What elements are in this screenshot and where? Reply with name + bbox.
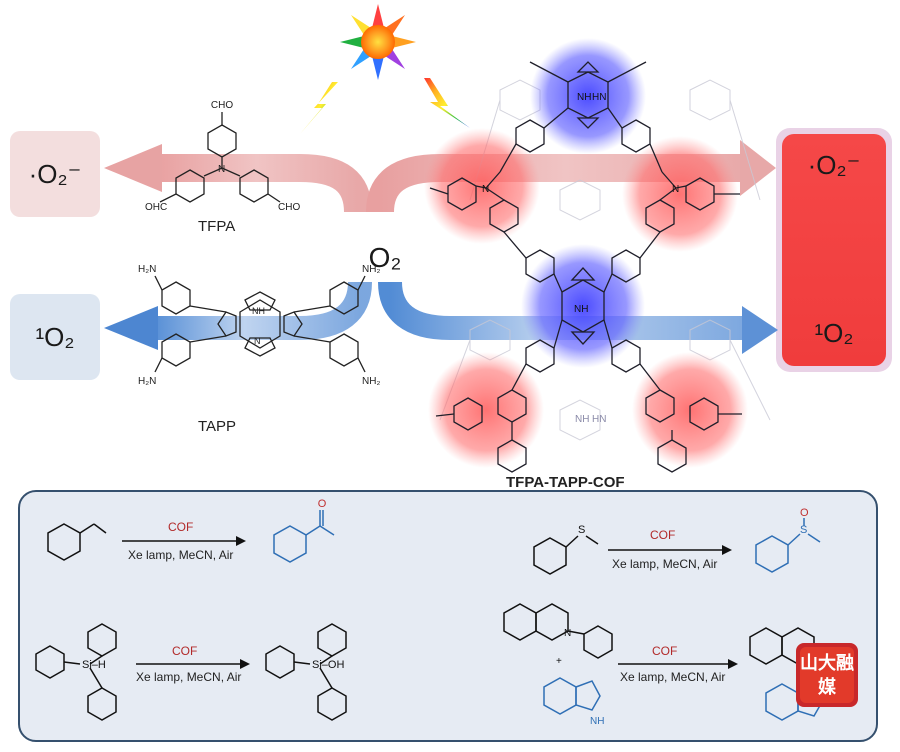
rxn2-catalyst: COF <box>650 528 676 542</box>
tapp-label: TAPP <box>198 418 237 435</box>
sulfoxide-s: S <box>800 524 807 536</box>
reaction-ethylbenzene: O <box>47 498 335 563</box>
sulfoxide-o: O <box>800 507 809 519</box>
rxn1-conditions: Xe lamp, MeCN, Air <box>128 548 234 562</box>
sulfoxide-structure <box>755 518 821 573</box>
cof-n-left: N <box>482 184 489 195</box>
oxygen-center-label: O₂ <box>368 242 402 273</box>
tfpa-ohc: OHC <box>145 202 167 213</box>
superoxide-left-box <box>10 131 100 217</box>
tapp-h2n-top: H₂N <box>138 264 156 275</box>
tfpa-n: N <box>218 164 225 175</box>
triphenylsilane-si-h: Si–H <box>82 659 106 671</box>
tapp-structure <box>154 275 366 373</box>
rxn1-catalyst: COF <box>168 520 194 534</box>
tapp-nh2-top: NH₂ <box>362 264 380 275</box>
singlet-left-label: ¹O₂ <box>35 321 75 352</box>
reaction-panel <box>18 490 878 742</box>
watermark-logo <box>796 643 858 707</box>
tapp-nh: NH <box>252 306 265 316</box>
cof-structure <box>424 38 771 473</box>
right-species-box <box>782 134 886 366</box>
sun-icon <box>340 4 416 80</box>
tapp-nh2-bottom: NH₂ <box>362 376 380 387</box>
indole-nh: NH <box>590 716 604 727</box>
tapp-n: N <box>254 336 261 346</box>
tfpa-cho-top: CHO <box>211 100 233 111</box>
cof-hn-top: HN <box>592 92 606 103</box>
rxn3-catalyst: COF <box>172 644 198 658</box>
cof-name-label: TFPA-TAPP-COF <box>506 474 625 491</box>
rxn3-conditions: Xe lamp, MeCN, Air <box>136 670 242 684</box>
watermark-text: 山大融媒 <box>800 653 854 698</box>
superoxide-left-label: ·O₂⁻ <box>28 158 82 189</box>
tfpa-cho-right: CHO <box>278 202 300 213</box>
cof-nh-bottom: NH <box>575 414 589 425</box>
reaction-canvas: O S S O Si–H <box>35 498 858 727</box>
acetophenone-o: O <box>318 498 327 510</box>
singlet-oxygen-arrow <box>104 281 778 354</box>
rxn4-conditions: Xe lamp, MeCN, Air <box>620 670 726 684</box>
reaction-thioanisole: S S O <box>533 507 821 575</box>
thioanisole-s: S <box>578 524 585 536</box>
triphenylsilane-structure <box>35 623 117 721</box>
superoxide-right-label: ·O₂⁻ <box>807 149 861 180</box>
ethylbenzene-structure <box>47 523 107 561</box>
scheme-canvas: CHO N OHC CHO H₂N H₂N NH₂ NH₂ NH N <box>10 4 892 473</box>
lightning-icon <box>300 78 470 134</box>
singlet-left-box <box>10 294 100 380</box>
silanol-structure <box>265 623 347 721</box>
rxn2-conditions: Xe lamp, MeCN, Air <box>612 557 718 571</box>
tfpa-structure <box>159 112 281 203</box>
rxn4-catalyst: COF <box>652 644 678 658</box>
indole-structure <box>543 677 601 715</box>
thiq-n: N <box>564 628 571 639</box>
cof-nh-top: NH <box>577 92 591 103</box>
cof-nh-mid: NH <box>574 304 588 315</box>
thioanisole-structure <box>533 535 599 575</box>
plus-sign: + <box>556 656 562 667</box>
reaction-silane: Si–H Si–OH <box>35 623 347 721</box>
cof-hn-bottom: HN <box>592 414 606 425</box>
n-phenyl-thiq-structure <box>503 603 613 659</box>
tapp-h2n-bottom: H₂N <box>138 376 156 387</box>
singlet-right-label: ¹O₂ <box>814 317 854 348</box>
cof-n-right: N <box>672 184 679 195</box>
reaction-tetrahydroisoquinoline: N + NH <box>503 603 823 727</box>
acetophenone-structure <box>273 510 335 563</box>
silanol-si-oh: Si–OH <box>312 659 344 671</box>
tfpa-label: TFPA <box>198 218 236 235</box>
